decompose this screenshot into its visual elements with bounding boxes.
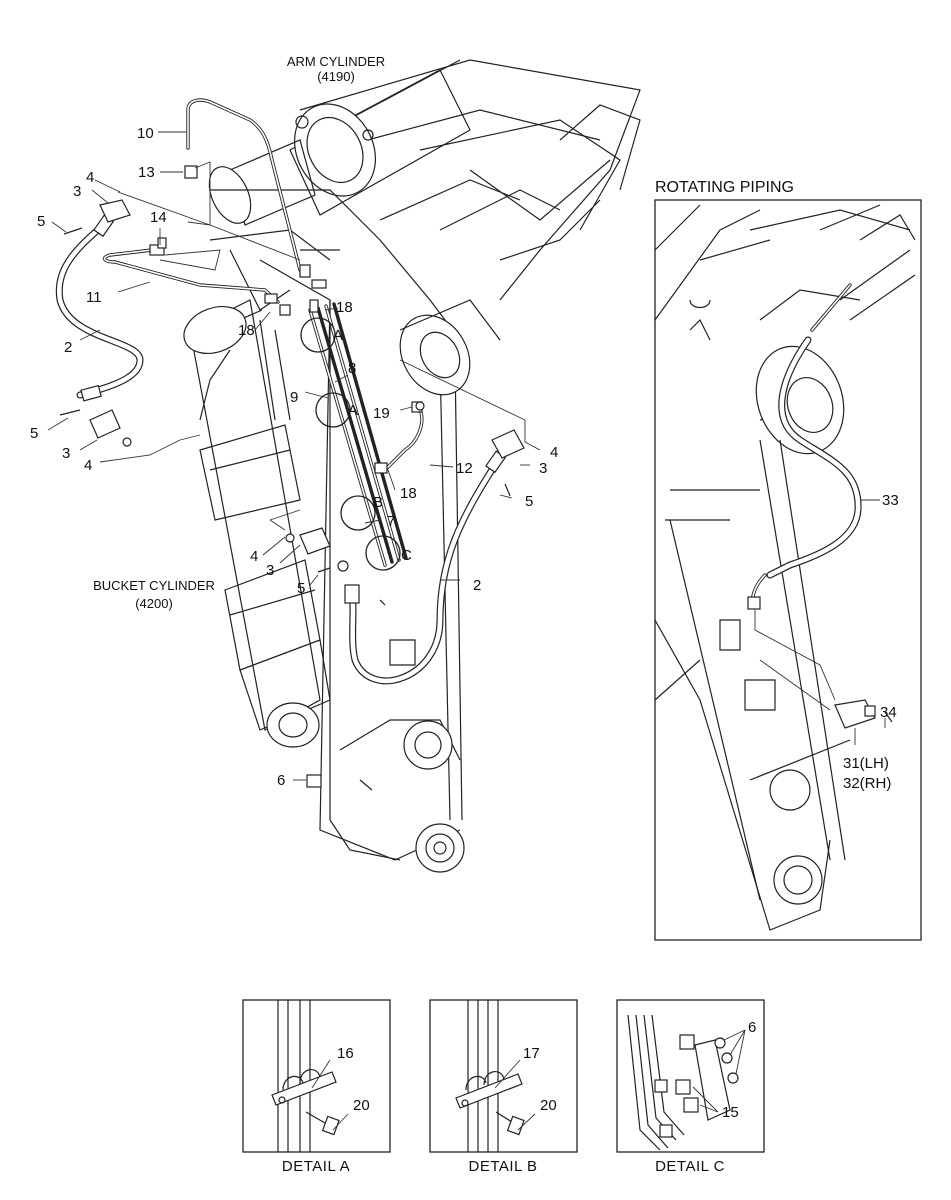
callout-19: 19: [373, 405, 390, 422]
callout-3: 3: [62, 445, 70, 462]
circle-label-a: A: [348, 402, 358, 419]
arm-structure: [208, 59, 641, 873]
callout-18: 18: [238, 322, 255, 339]
callout-5: 5: [37, 213, 45, 230]
arm-cylinder-label: ARM CYLINDER: [287, 54, 385, 69]
bucket-cylinder: [183, 299, 331, 748]
rotating-piping-panel: ROTATING PIPING: [654, 179, 922, 941]
detail-c-callout-15: 15: [722, 1104, 739, 1121]
detail-b: 17 20 DETAIL B: [429, 999, 578, 1175]
detail-a: 16 20 DETAIL A: [242, 999, 391, 1175]
callout-3: 3: [266, 562, 274, 579]
bucket-cylinder-code: (4200): [135, 596, 173, 611]
detail-b-title: DETAIL B: [468, 1158, 537, 1175]
bucket-cylinder-label: BUCKET CYLINDER: [93, 578, 215, 593]
callout-5: 5: [30, 425, 38, 442]
leader-lines: [47, 131, 541, 781]
callout-4: 4: [86, 169, 94, 186]
callout-3: 3: [539, 460, 547, 477]
callout-4: 4: [250, 548, 258, 565]
detail-a-frame: [242, 999, 391, 1153]
callout-14: 14: [150, 209, 167, 226]
callout-2: 2: [64, 339, 72, 356]
callout-18: 18: [400, 485, 417, 502]
rotating-piping-frame: [654, 199, 922, 941]
circle-label-c: C: [401, 547, 412, 564]
callout-9: 9: [290, 389, 298, 406]
callout-12: 12: [456, 460, 473, 477]
detail-c-title: DETAIL C: [655, 1158, 725, 1175]
detail-a-title: DETAIL A: [282, 1158, 350, 1175]
callout-10: 10: [137, 125, 154, 142]
callout-31-lh: 31(LH): [843, 755, 889, 772]
circle-label-a: A: [333, 327, 343, 344]
main-callouts: ARM CYLINDER (4190) BUCKET CYLINDER (420…: [30, 54, 558, 789]
hoses: [55, 214, 507, 685]
detail-b-callout-17: 17: [523, 1045, 540, 1062]
callout-18: 18: [336, 299, 353, 316]
pipes: [102, 98, 424, 571]
detail-c-callout-6: 6: [748, 1019, 756, 1036]
callout-2: 2: [473, 577, 481, 594]
fittings: [59, 165, 525, 788]
rotating-piping-title: ROTATING PIPING: [655, 179, 794, 196]
detail-c-frame: [616, 999, 765, 1153]
arm-cylinder-code: (4190): [317, 69, 355, 84]
callout-3: 3: [73, 183, 81, 200]
detail-b-callout-20: 20: [540, 1097, 557, 1114]
callout-34: 34: [880, 704, 897, 721]
detail-c: 6 15 DETAIL C: [616, 999, 765, 1175]
callout-11: 11: [86, 289, 102, 306]
callout-8: 8: [348, 360, 356, 377]
detail-a-callout-16: 16: [337, 1045, 354, 1062]
detail-b-frame: [429, 999, 578, 1153]
callout-13: 13: [138, 164, 155, 181]
circle-label-b: B: [373, 494, 383, 511]
detail-a-callout-20: 20: [353, 1097, 370, 1114]
callout-6: 6: [277, 772, 285, 789]
callout-4: 4: [84, 457, 92, 474]
callout-5: 5: [297, 580, 305, 597]
callout-4: 4: [550, 444, 558, 461]
callout-5: 5: [525, 493, 533, 510]
callout-33: 33: [882, 492, 899, 509]
callout-32-rh: 32(RH): [843, 775, 891, 792]
callout-7: 7: [387, 513, 395, 530]
